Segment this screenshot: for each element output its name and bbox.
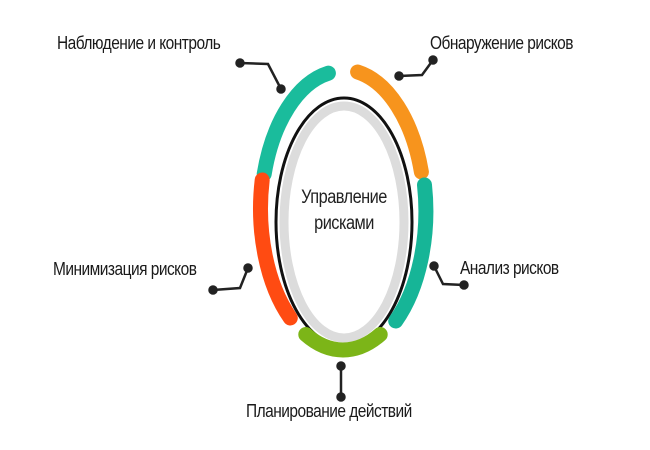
label-identification: Обнаружение рисков bbox=[430, 33, 573, 53]
arc-monitoring bbox=[256, 65, 336, 182]
center-title-line1: Управление bbox=[301, 187, 387, 208]
arc-identification bbox=[350, 64, 429, 180]
connector-mitigation bbox=[208, 263, 253, 295]
arc-planning bbox=[298, 327, 388, 358]
center-title: Управление рисками bbox=[284, 185, 404, 237]
connector-monitoring bbox=[235, 58, 286, 94]
label-monitoring: Наблюдение и контроль bbox=[57, 33, 221, 53]
label-planning: Планирование действий bbox=[246, 401, 412, 421]
arc-analysis bbox=[388, 177, 434, 329]
connector-planning bbox=[336, 361, 346, 402]
inner-gray-ring bbox=[279, 101, 409, 343]
connector-analysis bbox=[429, 261, 469, 290]
connector-identification bbox=[394, 55, 438, 81]
label-mitigation: Минимизация рисков bbox=[53, 259, 197, 279]
arc-mitigation bbox=[253, 172, 298, 326]
label-analysis: Анализ рисков bbox=[460, 258, 559, 278]
center-title-line2: рисками bbox=[314, 213, 374, 234]
